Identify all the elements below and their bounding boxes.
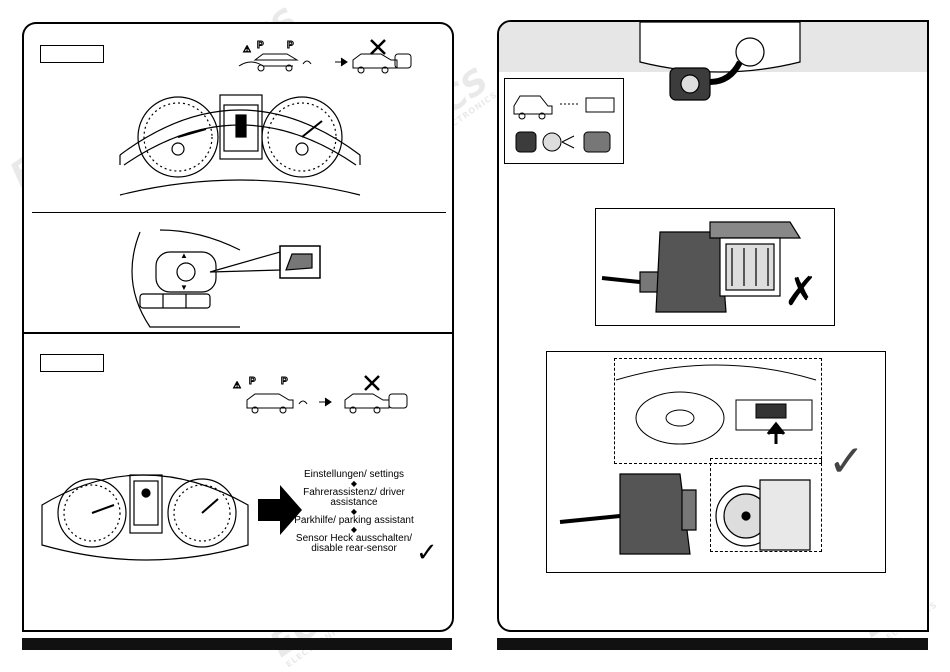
correct-connection-illustration xyxy=(559,473,811,555)
menu-step-parking-assistant: Parkhilfe/ parking assistant xyxy=(294,515,414,526)
menu-step-disable-rear-sensor: Sensor Heck ausschalten/ disable rear-se… xyxy=(295,533,413,554)
step-down-arrow: ◆ xyxy=(350,479,358,488)
instrument-cluster-illustration-2 xyxy=(41,474,249,561)
dashboard-dotted-frame xyxy=(614,358,822,464)
sensor-icon-1: ⚠ xyxy=(243,44,251,54)
section-1-label xyxy=(40,45,104,63)
right-bottom-bar xyxy=(497,638,928,650)
adapter-overview-illustration xyxy=(513,95,615,153)
svg-text:P: P xyxy=(287,40,294,51)
section-2-label xyxy=(40,354,104,372)
svg-text:▼: ▼ xyxy=(180,283,188,292)
svg-text:▲: ▲ xyxy=(180,251,188,260)
tow-bar-socket-illustration xyxy=(639,21,801,101)
section-divider xyxy=(32,212,446,213)
instrument-cluster-illustration xyxy=(119,94,361,196)
dashboard-illustration xyxy=(615,364,817,445)
wrong-mark-icon: ✗ xyxy=(784,269,818,315)
check-mark-icon: ✓ xyxy=(416,538,438,568)
parking-sensor-warning-diagram-2: ⚠ P P xyxy=(233,375,408,414)
svg-text:P: P xyxy=(249,376,256,387)
right-mark-icon: ✓ xyxy=(828,436,865,487)
left-section-1-panel xyxy=(22,22,454,334)
left-bottom-bar xyxy=(22,638,452,650)
steering-wheel-controls-illustration: ▲ ▼ xyxy=(131,229,321,328)
step-down-arrow: ◆ xyxy=(350,525,358,534)
svg-text:P: P xyxy=(257,40,264,51)
menu-steps: Einstellungen/ settings ◆ Fahrerassisten… xyxy=(284,470,424,554)
step-down-arrow: ◆ xyxy=(350,507,358,516)
wrong-connection-illustration xyxy=(601,221,802,313)
correct-connection-box xyxy=(546,351,886,573)
parking-sensor-warning-diagram: ⚠ P P xyxy=(238,39,412,74)
adapter-dotted-frame xyxy=(710,458,822,552)
menu-step-driver-assistance: Fahrerassistenz/ driver assistance xyxy=(303,487,405,508)
menu-step-settings: Einstellungen/ settings xyxy=(303,469,405,480)
step-arrow xyxy=(258,485,302,535)
svg-text:⚠: ⚠ xyxy=(233,380,241,390)
svg-text:P: P xyxy=(281,376,288,387)
